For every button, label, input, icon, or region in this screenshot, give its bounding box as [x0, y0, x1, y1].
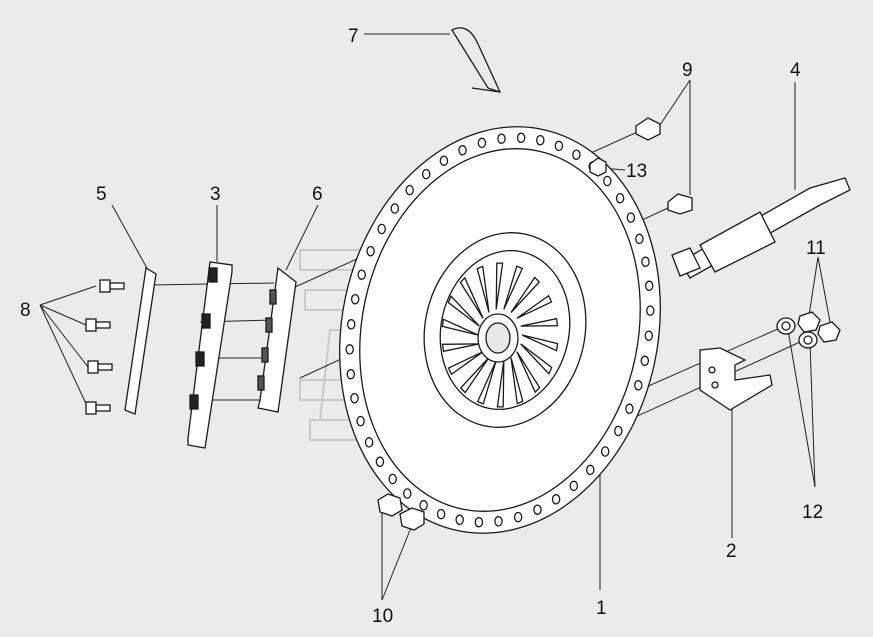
callout-numbers: 1 2 3 4 5 6 7 8 9 10 11 12 13: [20, 26, 826, 627]
cotter-pin: [451, 27, 502, 94]
rim-hole: [603, 175, 612, 187]
hub-spoke: [459, 276, 484, 319]
callout-12: 12: [802, 502, 823, 523]
callout-11: 11: [806, 238, 826, 259]
rim-hole: [455, 514, 464, 526]
hex-bolts-bottom: [377, 493, 425, 531]
callout-5: 5: [96, 184, 107, 205]
rim-hole: [513, 511, 523, 523]
callout-4: 4: [790, 60, 801, 81]
rim-hole: [615, 192, 625, 204]
rim-hole: [436, 508, 446, 520]
rim-hole: [356, 415, 365, 427]
flywheel-disc: [339, 126, 661, 534]
rim-hole: [357, 269, 366, 280]
rim-hole: [551, 494, 561, 505]
rim-hole: [586, 464, 595, 476]
rim-hole: [641, 256, 650, 268]
hub-spoke: [459, 357, 490, 394]
hex-bolts-top: [635, 117, 693, 215]
hub-spoke: [476, 360, 497, 405]
rim-hole: [346, 319, 356, 330]
rim-hole: [377, 223, 386, 235]
rim-hole: [494, 516, 503, 527]
hub-spokes: [441, 262, 559, 408]
rim-hole: [350, 392, 359, 404]
rim-hole: [644, 280, 654, 292]
rim-hole: [569, 480, 579, 492]
rim-hole: [554, 140, 564, 152]
rim-hole: [644, 330, 654, 341]
callout-1: 1: [596, 598, 607, 619]
hub-spoke: [441, 343, 480, 353]
rim-hole: [646, 305, 655, 316]
small-nut: [589, 157, 607, 177]
callout-10: 10: [372, 606, 393, 627]
hub-spoke: [476, 265, 490, 313]
rim-hole: [375, 456, 385, 468]
hub-spoke: [516, 351, 541, 394]
rim-hole: [474, 516, 484, 528]
rim-hole: [364, 437, 374, 448]
rim-hole: [390, 203, 400, 214]
rim-hole: [614, 425, 623, 437]
hub-spoke: [520, 317, 559, 327]
rim-hole: [572, 149, 581, 160]
hub-spoke: [441, 318, 479, 336]
hub-spoke: [520, 343, 553, 375]
hub-spoke: [447, 295, 480, 327]
callout-3: 3: [210, 184, 221, 205]
hub-spoke: [510, 357, 524, 405]
rim-hole: [388, 473, 397, 485]
rim-hole: [640, 355, 650, 367]
callout-2: 2: [726, 541, 737, 562]
callout-7: 7: [348, 26, 359, 47]
knife-block: [257, 266, 297, 413]
rim-hole: [626, 212, 636, 223]
rim-hole: [516, 132, 526, 144]
hub-spoke: [521, 334, 559, 352]
rim-hole: [634, 380, 643, 391]
nuts-and-washers: [776, 311, 841, 349]
rim-hole: [533, 504, 542, 515]
rim-hole: [350, 293, 360, 305]
rim-hole: [366, 245, 375, 257]
hub-spoke: [495, 262, 504, 310]
rim-hole: [403, 488, 412, 499]
rim-hole: [536, 134, 545, 146]
rim-hole: [346, 368, 356, 380]
callout-13: 13: [626, 161, 647, 182]
hub-spoke: [510, 276, 541, 313]
hub-spoke: [496, 360, 505, 408]
rim-hole: [635, 233, 644, 245]
hex-bolts-left: [85, 279, 125, 415]
hub-spoke: [516, 294, 553, 319]
blade-plate: [187, 261, 233, 449]
mounting-bracket: [699, 347, 773, 411]
callout-9: 9: [682, 60, 693, 81]
hub-spoke: [503, 265, 524, 310]
rim-bolt-holes: [345, 132, 655, 528]
rim-hole: [625, 403, 634, 415]
callout-8: 8: [20, 300, 31, 321]
rim-hole: [497, 133, 506, 144]
rim-hole: [419, 500, 428, 511]
hub-spoke: [447, 351, 484, 376]
rim-hole: [458, 145, 467, 156]
rim-hole: [421, 168, 431, 180]
rim-hole: [477, 137, 487, 149]
rim-hole: [345, 344, 354, 355]
callout-6: 6: [312, 184, 323, 205]
spline-shaft: [671, 177, 851, 279]
clamp-strip: [124, 266, 157, 415]
rim-hole: [439, 155, 449, 166]
rim-hole: [405, 184, 414, 196]
rim-hole: [600, 446, 610, 457]
